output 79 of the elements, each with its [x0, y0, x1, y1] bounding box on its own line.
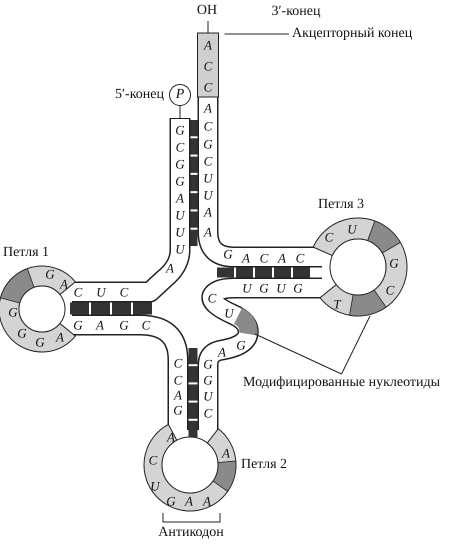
- nucleotide-letter: A: [203, 494, 211, 508]
- nucleotide-letter: C: [204, 406, 212, 420]
- nucleotide-letter: U: [203, 172, 213, 184]
- nucleotide-letter: C: [142, 318, 150, 332]
- nucleotide-letter: T: [333, 298, 341, 310]
- nucleotide-letter: A: [176, 192, 184, 204]
- nucleotide-letter: G: [203, 374, 213, 386]
- nucleotide-letter: A: [185, 494, 193, 508]
- nucleotide-letter: A: [60, 278, 68, 290]
- nucleotide-letter: A: [204, 206, 212, 218]
- loop-label: Петля 1: [2, 246, 50, 260]
- nucleotide-letter: A: [242, 252, 250, 264]
- nucleotide-letter: U: [224, 306, 234, 320]
- nucleotide-letter: G: [389, 256, 399, 270]
- nucleotide-letter: C: [74, 286, 82, 298]
- nucleotide-letter: G: [175, 158, 185, 170]
- callout-label: Акцепторный конец: [292, 27, 412, 41]
- nucleotide-letter: U: [203, 188, 213, 202]
- nucleotide-letter: U: [175, 226, 185, 238]
- phosphate-circle: P: [169, 84, 191, 106]
- nucleotide-letter: G: [175, 124, 185, 136]
- nucleotide-letter: A: [56, 330, 64, 344]
- loop-label: Петля 2: [240, 458, 288, 472]
- nucleotide-letter: C: [260, 252, 268, 264]
- loop-label: Петля 3: [318, 198, 364, 212]
- nucleotide-letter: G: [293, 282, 303, 294]
- nucleotide-letter: U: [203, 390, 213, 402]
- nucleotide-letter: G: [119, 318, 129, 332]
- nucleotide-letter: G: [223, 248, 233, 260]
- nucleotide-letter: U: [347, 222, 357, 236]
- nucleotide-letter: A: [167, 430, 175, 444]
- nucleotide-letter: C: [208, 292, 216, 304]
- nucleotide-letter: G: [166, 494, 176, 508]
- nucleotide-letter: U: [276, 282, 286, 294]
- nucleotide-letter: A: [204, 226, 212, 238]
- nucleotide-letter: C: [204, 120, 212, 132]
- nucleotide-letter: G: [175, 174, 185, 188]
- leader-line: [254, 334, 342, 374]
- nucleotide-letter: U: [150, 480, 160, 492]
- nucleotide-letter: C: [204, 80, 212, 94]
- nucleotide-letter: U: [175, 208, 185, 222]
- nucleotide-letter: A: [218, 346, 226, 358]
- nucleotide-letter: A: [96, 318, 104, 332]
- nucleotide-letter: U: [96, 286, 106, 298]
- nucleotide-letter: A: [204, 102, 212, 114]
- nucleotide-letter: A: [278, 252, 286, 264]
- acceptor-end-segment: [197, 32, 219, 98]
- anticodon-label: Антикодон: [158, 526, 224, 540]
- nucleotide-letter: G: [45, 268, 55, 280]
- nucleotide-letter: C: [174, 356, 182, 370]
- nucleotide-letter: C: [204, 154, 212, 168]
- nucleotide-letter: A: [204, 38, 212, 52]
- nucleotide-letter: C: [120, 286, 128, 298]
- nucleotide-letter: C: [148, 454, 158, 466]
- end-label: 5′-конец: [114, 88, 164, 102]
- nucleotide-letter: U: [242, 282, 252, 294]
- nucleotide-letter: A: [174, 388, 182, 402]
- hydroxyl-label: OH: [196, 4, 218, 18]
- nucleotide-letter: U: [175, 242, 185, 256]
- nucleotide-letter: G: [236, 338, 246, 352]
- nucleotide-letter: G: [203, 138, 213, 150]
- nucleotide-letter: A: [166, 262, 174, 274]
- end-label: 3′-конец: [272, 5, 320, 19]
- nucleotide-letter: G: [173, 404, 183, 416]
- nucleotide-letter: A: [222, 446, 230, 460]
- callout-label: Модифицированные нуклеотиды: [243, 376, 440, 390]
- nucleotide-letter: C: [324, 230, 334, 244]
- nucleotide-letter: C: [296, 252, 304, 264]
- leader-line: [341, 316, 370, 374]
- nucleotide-letter: G: [259, 282, 269, 294]
- nucleotide-letter: C: [174, 374, 182, 386]
- nucleotide-letter: G: [73, 318, 83, 332]
- nucleotide-letter: C: [386, 284, 394, 296]
- nucleotide-letter: G: [8, 306, 18, 318]
- nucleotide-letter: G: [17, 326, 27, 340]
- nucleotide-letter: G: [203, 358, 213, 370]
- nucleotide-letter: C: [176, 140, 184, 154]
- nucleotide-letter: C: [204, 60, 212, 72]
- nucleotide-letter: G: [35, 336, 45, 348]
